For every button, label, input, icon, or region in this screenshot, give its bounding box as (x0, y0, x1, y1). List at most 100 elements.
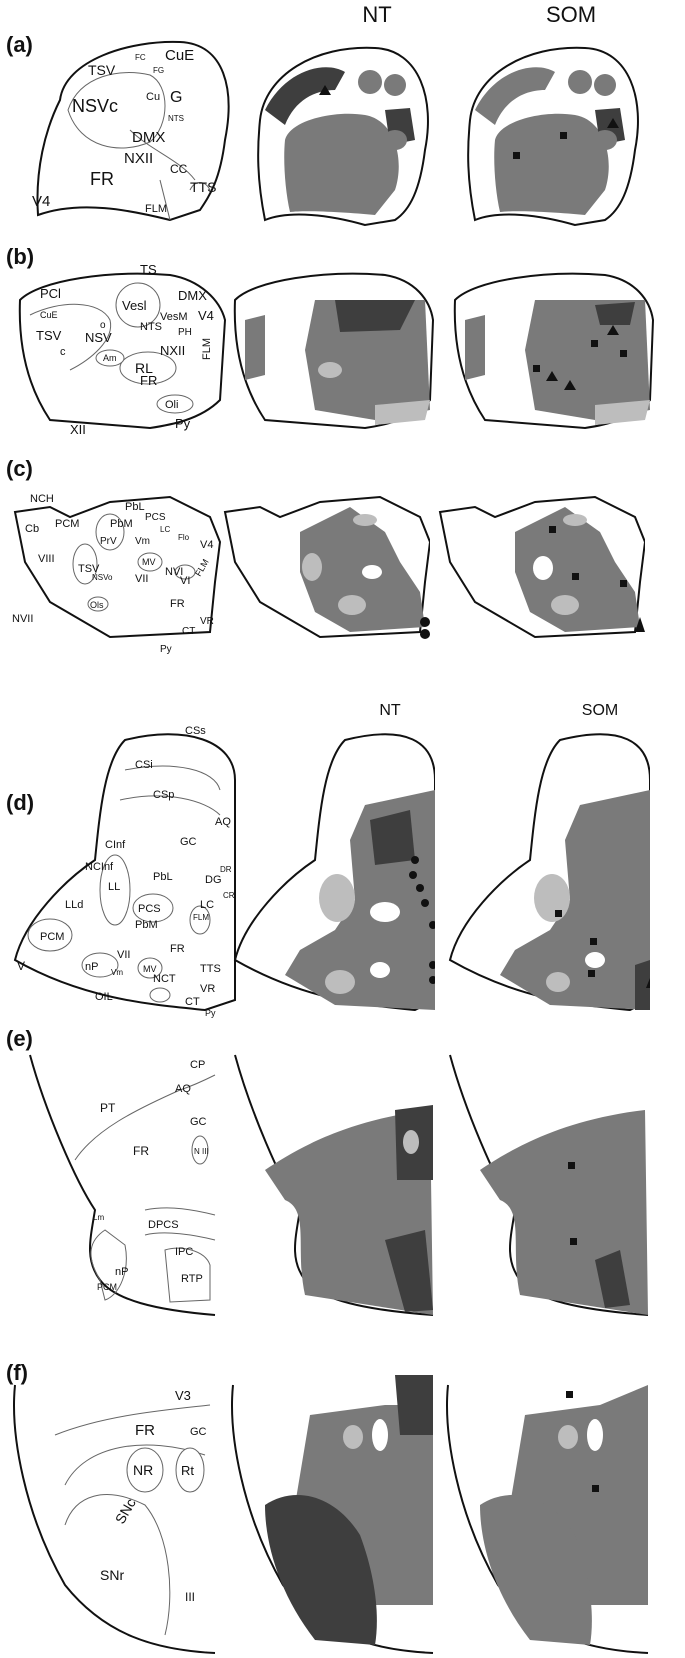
panel-b: TS PCl Vesl DMX VesM V4 CuE NTS PH TSV N… (0, 260, 685, 450)
label-pbl-d: PbL (153, 871, 173, 883)
label-rl: RL (135, 360, 153, 376)
label-o: o (100, 320, 106, 331)
column-header-som-mid: SOM (520, 702, 680, 720)
label-pt: PT (100, 1101, 116, 1115)
label-g: G (170, 89, 182, 106)
label-fr-d: FR (170, 943, 185, 955)
label-v4-b: V4 (198, 308, 214, 323)
label-ipc: IPC (175, 1246, 193, 1258)
label-nts-b: NTS (140, 321, 162, 333)
label-vm-d: Vm (111, 968, 123, 977)
label-c: c (60, 346, 66, 358)
label-v3: V3 (175, 1388, 191, 1403)
label-ct-d: CT (185, 996, 200, 1008)
label-tts-d: TTS (200, 963, 221, 975)
label-iii: III (185, 1590, 195, 1604)
panel-f-reference: V3 FR GC NR Rt SNc SNr III (5, 1375, 235, 1655)
panel-d-reference: CSs CSi CSp AQ CInf GC NCInf DR PbL DG L… (5, 720, 245, 1020)
panel-e-nt (225, 1050, 435, 1320)
label-fr-f: FR (135, 1422, 155, 1439)
column-header-som-top: SOM (491, 2, 651, 28)
label-lc: LC (160, 525, 170, 534)
panel-b-som (445, 260, 655, 450)
label-pcm: PCM (55, 518, 79, 530)
label-flm-d: FLM (193, 913, 209, 922)
label-cu: Cu (146, 91, 160, 103)
label-fr-e: FR (133, 1144, 149, 1158)
label-py-c: Py (160, 644, 172, 655)
label-prv: PrV (100, 536, 117, 547)
label-pcm-e: PCM (97, 1282, 117, 1292)
label-np-e: nP (115, 1266, 128, 1278)
label-fr: FR (90, 169, 114, 189)
label-py-d: Py (205, 1008, 216, 1018)
label-css: CSs (185, 725, 206, 737)
label-nr: NR (133, 1462, 153, 1478)
label-xii: XII (70, 422, 86, 437)
label-am: Am (103, 353, 117, 363)
label-flm: FLM (145, 203, 167, 215)
label-cinf: CInf (105, 839, 126, 851)
label-vr-d: VR (200, 983, 215, 995)
label-dpcs: DPCS (148, 1219, 179, 1231)
label-oli: Oli (165, 399, 178, 411)
label-vr: VR (200, 616, 214, 627)
column-header-nt-mid: NT (310, 702, 470, 720)
label-cb: Cb (25, 523, 39, 535)
label-pcs-d: PCS (138, 903, 161, 915)
label-pcm-d: PCM (40, 931, 64, 943)
label-lm: Lm (93, 1213, 104, 1222)
label-fc: FC (135, 53, 146, 62)
label-dmx: DMX (132, 129, 165, 146)
label-gc-e: GC (190, 1116, 207, 1128)
label-nsvc: NSVc (72, 96, 118, 116)
panel-c-som (435, 472, 645, 657)
label-rtp: RTP (181, 1273, 203, 1285)
panel-a-reference: CuE FC FG TSV Cu NSVc G NTS DMX NXII CC … (20, 30, 250, 235)
label-pbm: PbM (110, 518, 133, 530)
label-n-iii: N III (194, 1147, 209, 1156)
label-cp: CP (190, 1059, 205, 1071)
label-gc-f: GC (190, 1426, 207, 1438)
label-csp: CSp (153, 789, 174, 801)
label-viii: VIII (38, 553, 55, 565)
panel-e: CP PT AQ GC N III FR DPCS Lm IPC PCM nP … (0, 1050, 685, 1320)
panel-d: CSs CSi CSp AQ CInf GC NCInf DR PbL DG L… (0, 720, 685, 1020)
label-cc: CC (170, 162, 188, 176)
panel-f-som (440, 1375, 650, 1655)
panel-e-som (440, 1050, 650, 1320)
label-v-d: V (17, 959, 25, 973)
label-ncinf: NCInf (85, 861, 114, 873)
label-nxii-b: NXII (160, 343, 185, 358)
label-vii: VII (135, 573, 148, 585)
panel-c-nt (220, 472, 430, 657)
column-header-nt-top: NT (297, 2, 457, 28)
label-dmx-b: DMX (178, 288, 207, 303)
label-flo: Flo (178, 533, 190, 542)
label-flm-b: FLM (201, 338, 213, 360)
label-vi: VI (180, 575, 190, 587)
panel-c: NCH PbL PCM PCS Cb PbM LC Flo PrV Vm V4 … (0, 472, 685, 657)
label-vii-d: VII (117, 949, 130, 961)
label-fg: FG (153, 66, 164, 75)
label-np: nP (85, 961, 98, 973)
label-vm: Vm (135, 536, 150, 547)
label-gc-d: GC (180, 836, 197, 848)
panel-a-nt (245, 30, 445, 235)
label-vesm: VesM (160, 311, 188, 323)
panel-b-reference: TS PCl Vesl DMX VesM V4 CuE NTS PH TSV N… (10, 260, 240, 450)
label-v4-c: V4 (200, 539, 213, 551)
panel-f: V3 FR GC NR Rt SNc SNr III (0, 1375, 685, 1655)
label-vesl: Vesl (122, 298, 147, 313)
label-csi: CSi (135, 759, 153, 771)
label-ll: LL (108, 881, 120, 893)
panel-b-nt (225, 260, 435, 450)
label-nch: NCH (30, 493, 54, 505)
label-cue: CuE (165, 47, 194, 64)
label-pbl: PbL (125, 501, 145, 513)
label-tts: TTS (190, 179, 216, 195)
label-ts: TS (140, 262, 157, 277)
label-aq-e: AQ (175, 1083, 191, 1095)
panel-c-reference: NCH PbL PCM PCS Cb PbM LC Flo PrV Vm V4 … (10, 472, 240, 657)
label-mv: MV (142, 557, 156, 567)
